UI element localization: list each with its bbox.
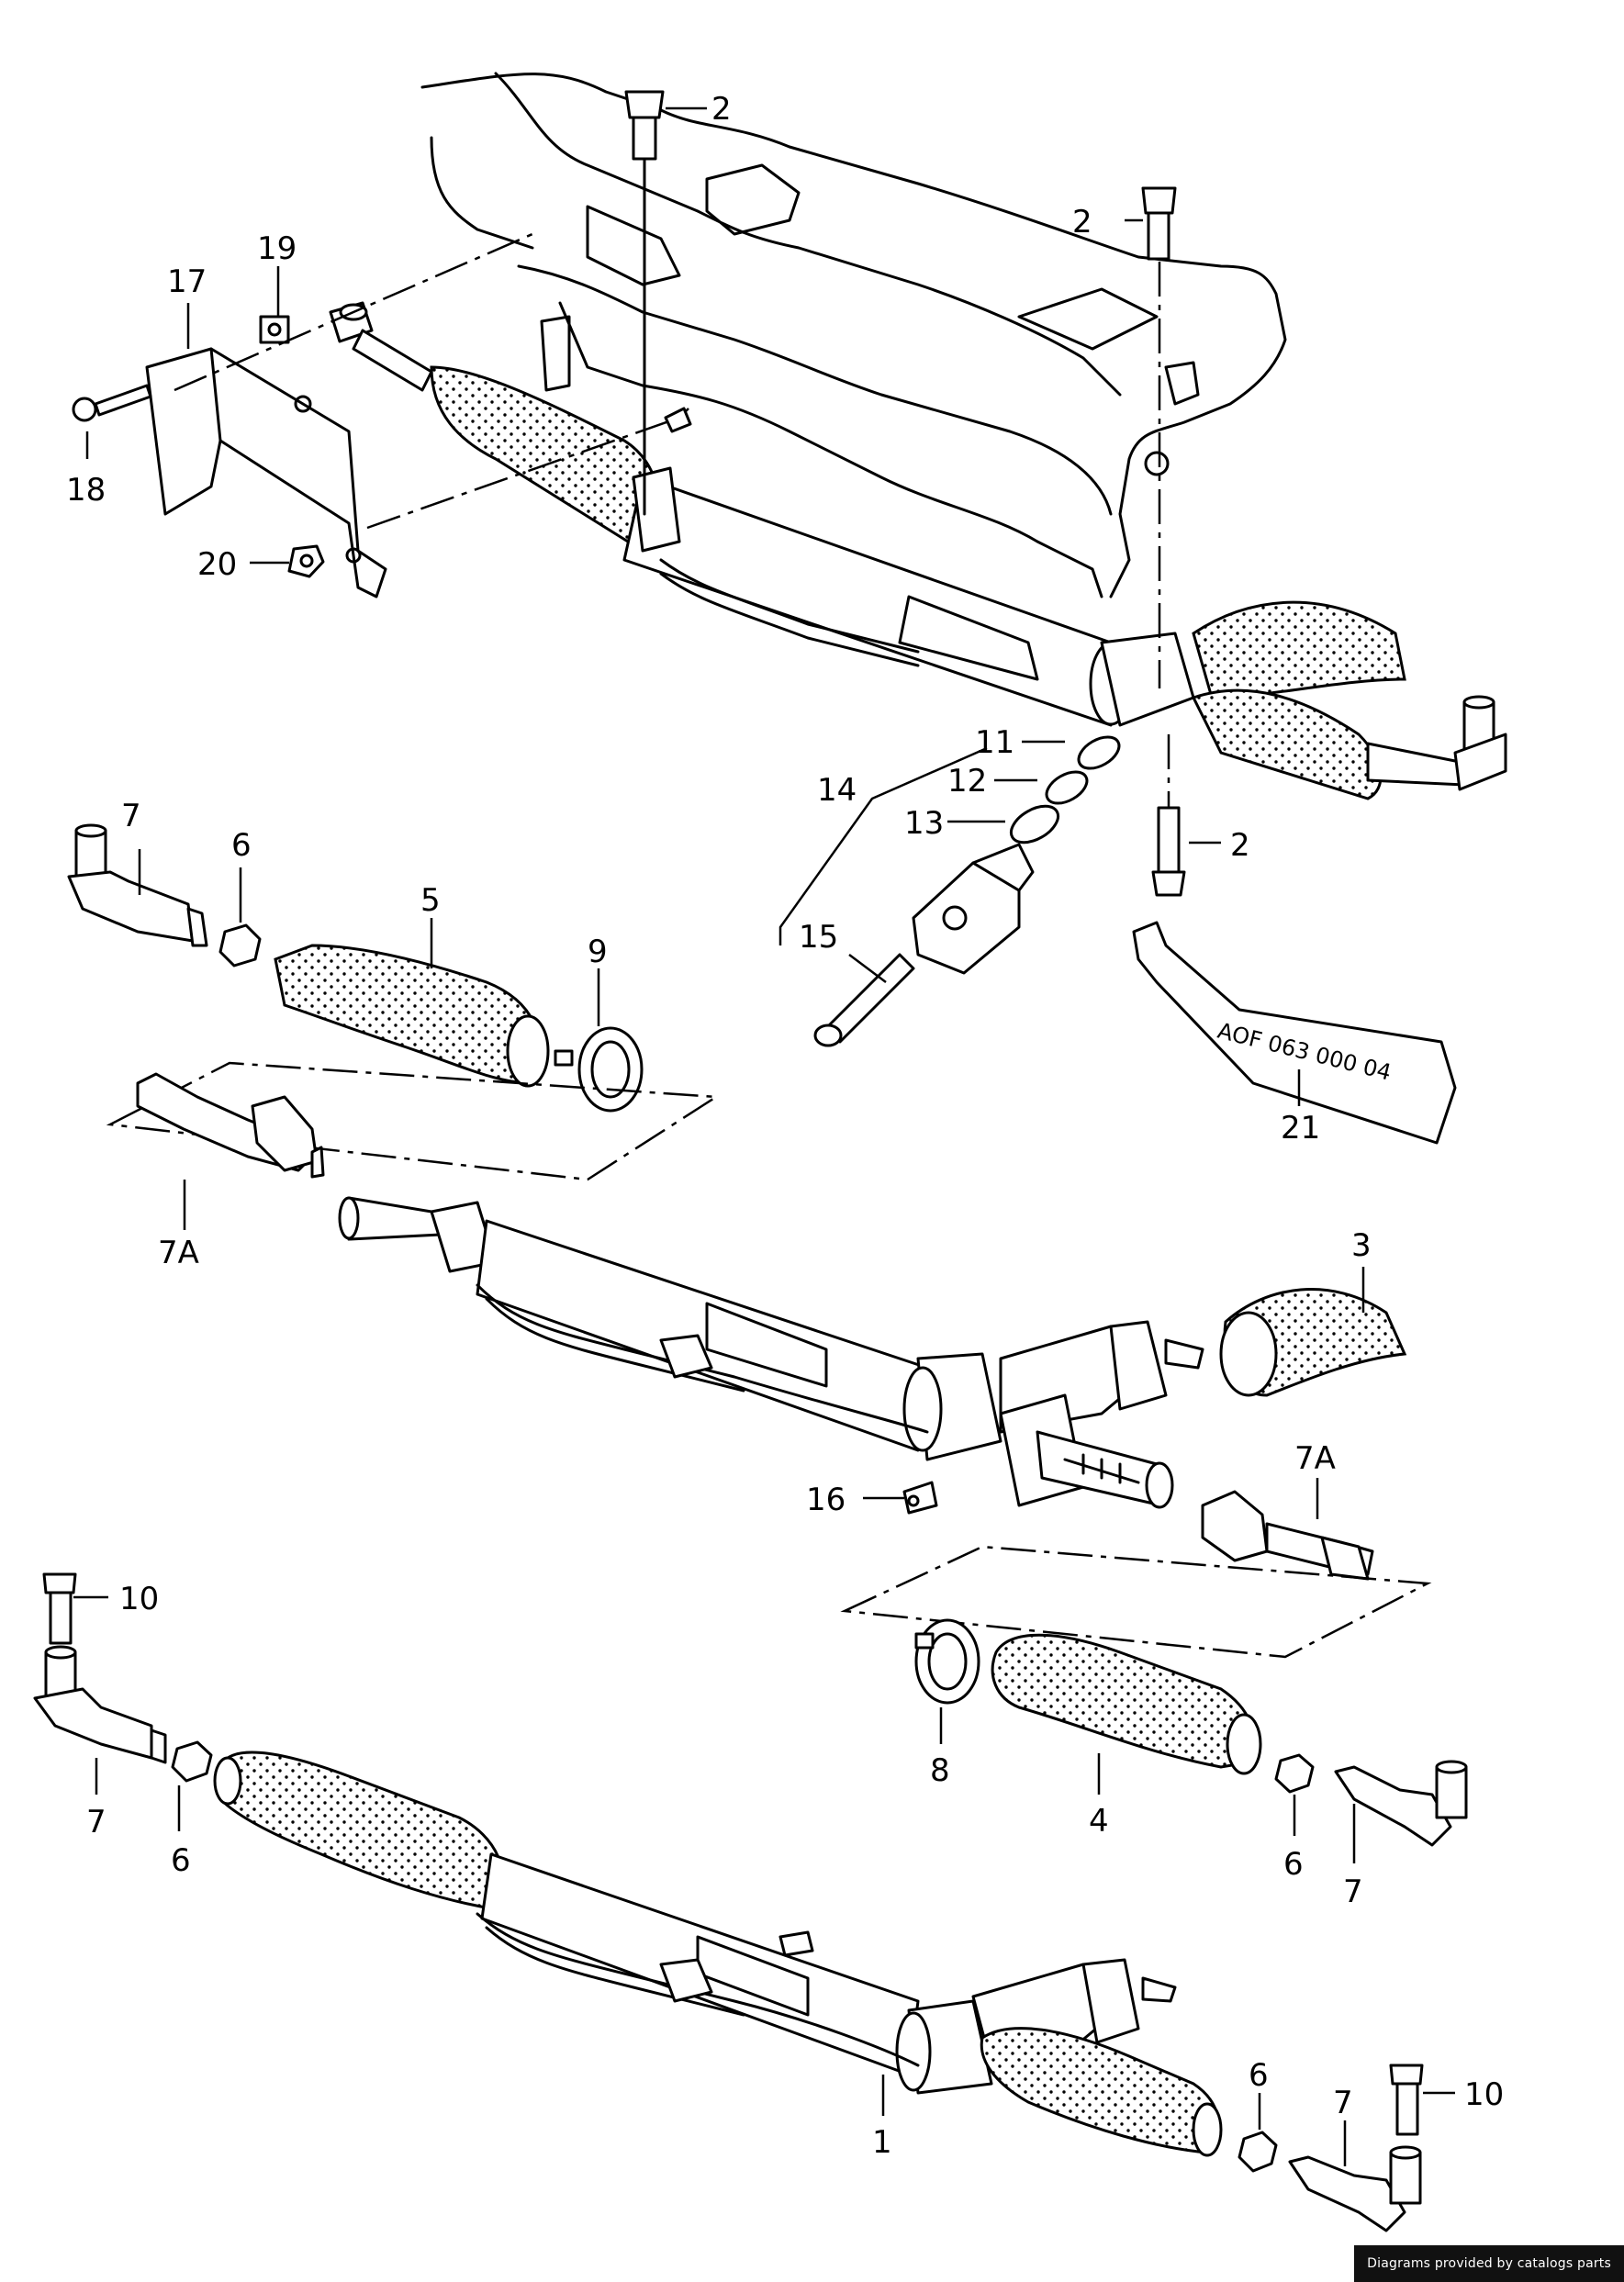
label-7A: 7A [158, 1235, 199, 1271]
bolt-18 [72, 384, 152, 422]
subframe [420, 72, 1287, 598]
label-3: 3 [1351, 1227, 1372, 1264]
dashed-group-4-8 [840, 1545, 1432, 1659]
tie-rod-end-7-upper-left [67, 823, 208, 947]
tie-rod-end-7-mid-right [1334, 1760, 1468, 1847]
boot-5 [274, 944, 550, 1088]
clamp-8 [914, 1618, 980, 1705]
middle-rack-assembly [338, 1196, 1204, 1509]
nut-6-upper [218, 923, 262, 968]
label-1: 1 [872, 2124, 892, 2161]
label-6: 6 [171, 1842, 191, 1879]
outer-boot-3 [1219, 1288, 1407, 1397]
nut-20 [287, 544, 325, 578]
label-2: 2 [711, 91, 732, 128]
alignment-line-17 [174, 232, 533, 392]
nut-6-mid-right [1274, 1753, 1315, 1794]
label-6: 6 [1283, 1846, 1304, 1883]
nut-6-lower-right [1238, 2131, 1278, 2173]
o-ring-12 [1045, 770, 1089, 805]
bolt-10-left [42, 1572, 77, 1645]
nut-6-lower-left [171, 1740, 213, 1783]
boot-4 [991, 1633, 1262, 1775]
label-13: 13 [904, 805, 944, 842]
label-21: 21 [1281, 1110, 1320, 1147]
bottom-rack-assembly [213, 1751, 1223, 2157]
pressure-valve-14 [912, 843, 1035, 975]
grease-tube-21: AOF 063 000 04 [1132, 921, 1457, 1145]
label-7: 7 [1333, 2085, 1353, 2121]
label-2: 2 [1072, 204, 1092, 241]
label-15: 15 [799, 919, 838, 956]
tie-rod-end-7-lower-right [1288, 2145, 1422, 2232]
bolt-2-lower [1151, 734, 1186, 897]
tie-rod-end-7-lower-left [33, 1645, 167, 1764]
label-5: 5 [420, 882, 441, 919]
alignment-line-20 [366, 416, 680, 530]
label-6: 6 [1249, 2057, 1269, 2094]
o-ring-11 [1077, 735, 1121, 770]
label-10: 10 [1464, 2076, 1504, 2113]
label-2: 2 [1230, 827, 1250, 864]
top-rack-assembly [329, 301, 1507, 800]
bolt-10-right [1389, 2064, 1424, 2136]
part-labels: 2 2 2 17 19 18 20 11 12 13 14 15 7 6 5 9… [66, 91, 1504, 2161]
o-ring-13 [1009, 804, 1060, 845]
bolt-2-top-right [1141, 186, 1177, 688]
bracket-17 [145, 347, 387, 598]
inner-tie-rod-7A-lower [1201, 1490, 1374, 1581]
label-20: 20 [197, 546, 237, 583]
label-19: 19 [257, 230, 297, 267]
label-9: 9 [588, 934, 608, 970]
label-17: 17 [167, 263, 207, 300]
callout-lines [73, 106, 1455, 2166]
bracket-line-14 [778, 746, 988, 945]
footer-credit: Diagrams provided by catalogs parts [1354, 2245, 1624, 2282]
label-7: 7 [86, 1804, 106, 1840]
label-7: 7 [121, 798, 141, 834]
label-12: 12 [947, 763, 987, 800]
nut-19 [259, 315, 290, 344]
clamp-9 [554, 1026, 644, 1113]
dashed-group-5-9 [106, 1061, 720, 1181]
bolt-16 [902, 1481, 938, 1515]
label-11: 11 [975, 724, 1014, 761]
bolt-15 [813, 953, 915, 1047]
label-7: 7 [1343, 1874, 1363, 1910]
label-10: 10 [119, 1581, 159, 1617]
label-8: 8 [930, 1752, 950, 1789]
bolt-2-top-left [624, 90, 665, 516]
inner-tie-rod-7A-upper [136, 1072, 325, 1179]
label-14: 14 [817, 772, 857, 809]
label-4: 4 [1089, 1803, 1109, 1840]
label-16: 16 [806, 1482, 846, 1518]
label-18: 18 [66, 472, 106, 509]
label-7A: 7A [1294, 1440, 1336, 1477]
label-6: 6 [231, 827, 252, 864]
